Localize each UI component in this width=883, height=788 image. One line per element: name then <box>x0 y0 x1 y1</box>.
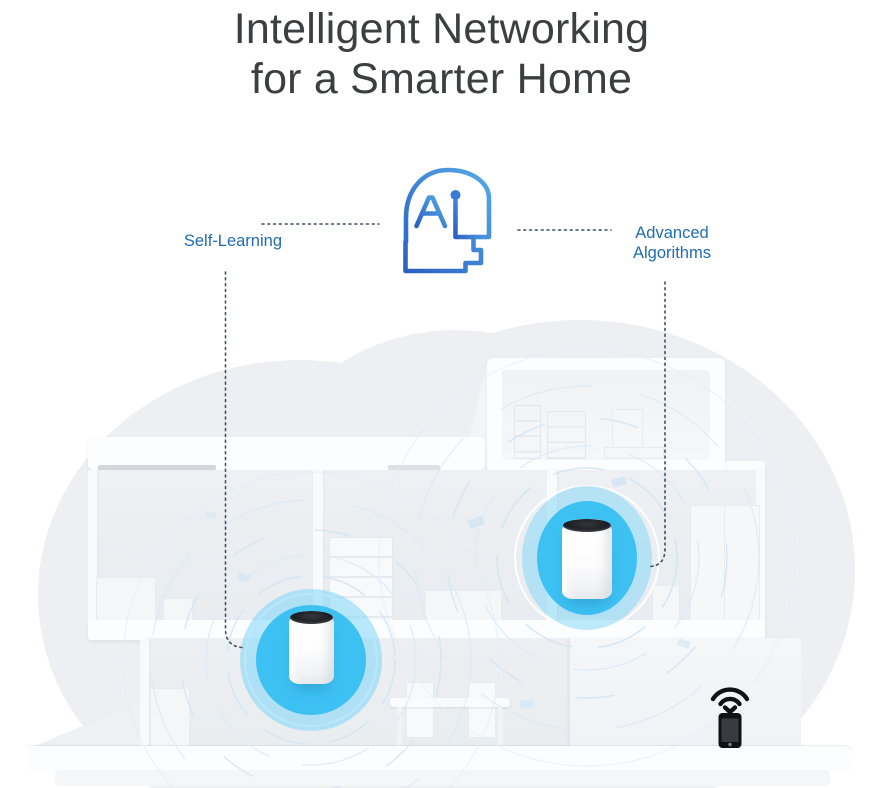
furniture-bedside <box>652 585 680 624</box>
furniture-wardrobe <box>690 505 760 624</box>
base-slope <box>30 702 140 748</box>
mesh-router-unit-2 <box>562 519 612 599</box>
furniture-shelf <box>514 405 541 459</box>
router-top-cap <box>290 611 333 624</box>
router-highlight <box>298 624 325 627</box>
label-advanced-algorithms: Advanced Algorithms <box>612 223 732 263</box>
lower-right-wall-block <box>570 638 801 755</box>
title-line-1: Intelligent Networking <box>233 5 650 53</box>
base-platform <box>28 746 854 772</box>
wall <box>313 470 323 622</box>
base-platform-lower <box>55 770 830 786</box>
wall <box>547 470 557 622</box>
mesh-router-unit-1 <box>289 611 334 684</box>
furniture-table-top <box>390 698 510 707</box>
furniture-table-leg <box>397 707 402 750</box>
floor-slab <box>88 620 765 640</box>
furniture-shelf <box>547 411 586 459</box>
furniture-bench <box>604 447 664 459</box>
wall <box>140 638 149 750</box>
furniture-cabinet <box>150 688 190 750</box>
page-title: Intelligent Networking for a Smarter Hom… <box>0 4 883 104</box>
furniture-sideboard <box>425 590 502 624</box>
label-self-learning: Self-Learning <box>183 232 282 250</box>
furniture-cabinet <box>96 577 156 625</box>
router-highlight <box>572 532 602 535</box>
router-top-cap <box>563 519 611 532</box>
furniture-table-leg <box>498 707 503 750</box>
label-line-1: Advanced <box>635 224 709 242</box>
title-line-2: for a Smarter Home <box>250 55 633 103</box>
label-line-2: Algorithms <box>633 244 711 262</box>
furniture-chair <box>406 682 434 738</box>
furniture-bookshelf <box>329 537 393 624</box>
furniture-chair <box>468 682 496 738</box>
